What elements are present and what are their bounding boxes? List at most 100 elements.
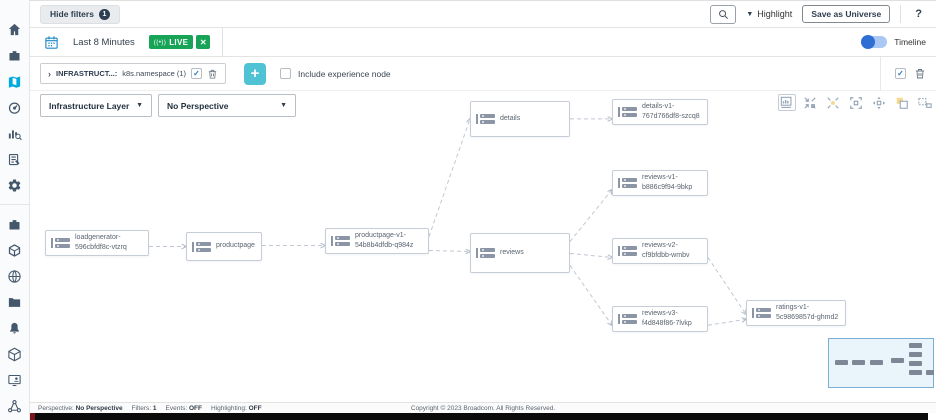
graph-node-reviews[interactable]: reviews xyxy=(470,233,570,273)
include-experience-checkbox[interactable] xyxy=(280,68,292,79)
sidebar-item-analytics[interactable] xyxy=(0,120,30,146)
status-perspective-label: Perspective: xyxy=(38,404,74,412)
minimap[interactable] xyxy=(828,338,934,388)
chevron-right-icon[interactable]: › xyxy=(48,68,51,79)
workload-icon xyxy=(476,114,495,124)
add-filter-button[interactable]: + xyxy=(244,62,267,85)
sidebar-item-files[interactable] xyxy=(0,290,30,316)
include-experience-label: Include experience node xyxy=(298,68,391,79)
workload-icon xyxy=(618,314,637,325)
filter-trash-icon[interactable] xyxy=(207,68,218,80)
time-range-label[interactable]: Last 8 Minutes xyxy=(73,36,135,48)
cube-icon xyxy=(8,244,21,257)
status-events-value: OFF xyxy=(189,404,202,412)
sidebar-item-web[interactable] xyxy=(0,264,30,290)
console-user-icon xyxy=(8,375,21,387)
filter-bar: › INFRASTRUCT...: k8s.namespace (1) + In… xyxy=(30,56,936,91)
topology-icon xyxy=(8,400,21,413)
sidebar-item-map[interactable] xyxy=(0,68,30,94)
calendar-icon xyxy=(45,35,58,49)
graph-node-productpage-v1[interactable]: productpage-v1-54b8b4dfdb-q984z xyxy=(325,228,429,255)
home-icon xyxy=(8,23,21,35)
divider xyxy=(222,27,224,57)
workload-icon xyxy=(331,236,350,247)
workload-icon xyxy=(618,246,637,257)
sidebar-item-dashboard[interactable] xyxy=(0,94,30,120)
live-badge[interactable]: ((•)) LIVE xyxy=(148,35,194,49)
delete-all-trash-icon[interactable] xyxy=(914,67,926,80)
sidebar-item-inventory[interactable] xyxy=(0,237,30,263)
canvas-controls: Infrastructure Layer ▼ No Perspective ▼ xyxy=(40,94,934,117)
sidebar-item-settings[interactable] xyxy=(0,172,30,198)
node-label: reviews-v1- xyxy=(642,174,678,181)
toolbox-alt-icon xyxy=(9,220,20,230)
status-highlighting-label: Highlighting: xyxy=(211,404,247,412)
sidebar-item-alerts[interactable] xyxy=(0,316,30,342)
group-layers-button[interactable] xyxy=(893,94,911,111)
calendar-button[interactable] xyxy=(44,35,59,50)
timeline-toggle[interactable] xyxy=(861,35,888,49)
expand-selection-icon xyxy=(827,96,839,109)
fit-to-screen-button[interactable] xyxy=(847,94,865,111)
overview-chart-button[interactable] xyxy=(778,94,796,111)
filter-chip-label: INFRASTRUCT...: xyxy=(56,69,118,78)
bottom-black-bar xyxy=(30,413,928,420)
hide-filters-button[interactable]: Hide filters 1 xyxy=(40,4,120,24)
sidebar xyxy=(0,0,30,420)
node-label: details-v1- xyxy=(642,103,675,110)
copyright-text: Copyright © 2023 Broadcom. All Rights Re… xyxy=(410,404,556,412)
chevron-down-icon: ▼ xyxy=(136,102,143,109)
globe-icon xyxy=(8,270,21,283)
pan-icon xyxy=(872,96,886,109)
workload-icon xyxy=(752,308,771,319)
graph-node-reviews-v1[interactable]: reviews-v1-b886c9f94-9bkp xyxy=(612,170,708,197)
graph-node-details[interactable]: details xyxy=(470,101,570,137)
pan-button[interactable] xyxy=(870,94,888,111)
graph-node-ratings-v1[interactable]: ratings-v1-5c9869857d-ghmd2 xyxy=(746,300,846,327)
select-all-checkbox[interactable] xyxy=(895,68,906,79)
graph-node-reviews-v2[interactable]: reviews-v2-cf9bfdbb-wmbv xyxy=(612,238,708,265)
filter-enabled-checkbox[interactable] xyxy=(191,68,203,79)
layer-dropdown[interactable]: Infrastructure Layer ▼ xyxy=(40,94,152,117)
map-icon xyxy=(8,76,21,88)
status-filters-label: Filters: xyxy=(131,404,152,412)
graph-node-details-v1[interactable]: details-v1-767d766df8-szcq8 xyxy=(612,99,708,126)
perspective-dropdown[interactable]: No Perspective ▼ xyxy=(158,94,296,117)
timeline-label: Timeline xyxy=(894,37,926,47)
graph-node-productpage[interactable]: productpage xyxy=(186,232,262,261)
topology-edges xyxy=(149,91,936,402)
package-icon xyxy=(8,347,21,362)
workload-icon xyxy=(618,107,637,118)
sidebar-item-services[interactable] xyxy=(0,211,30,237)
graph-node-reviews-v3[interactable]: reviews-v3-f4d848f86-7lvkp xyxy=(612,306,708,333)
highlight-dropdown[interactable]: ▼ Highlight xyxy=(746,9,792,19)
sidebar-item-toolbox[interactable] xyxy=(0,42,30,68)
gear-plus-icon xyxy=(8,179,21,192)
workload-icon xyxy=(618,178,637,189)
sidebar-item-packages[interactable] xyxy=(0,342,30,368)
search-button[interactable] xyxy=(710,4,737,24)
bell-icon xyxy=(10,323,19,334)
collapse-button[interactable] xyxy=(801,94,819,111)
help-button[interactable]: ? xyxy=(915,8,922,20)
workload-icon xyxy=(192,241,211,252)
fit-to-screen-icon xyxy=(850,96,862,109)
chevron-down-icon: ▼ xyxy=(280,102,287,109)
graph-node-loadgenerator[interactable]: loadgenerator-596cbfdf8c-vtzrq xyxy=(45,230,149,257)
perspective-dropdown-value: No Perspective xyxy=(167,100,229,111)
topology-canvas[interactable]: Infrastructure Layer ▼ No Perspective ▼ xyxy=(30,91,936,402)
filter-chip-value: k8s.namespace (1) xyxy=(122,69,187,78)
live-close-button[interactable]: ✕ xyxy=(196,35,211,49)
sidebar-item-sessions[interactable] xyxy=(0,368,30,394)
node-label: ratings-v1- xyxy=(776,304,810,311)
time-bar: Last 8 Minutes ((•)) LIVE ✕ Timeline xyxy=(30,27,936,57)
sidebar-item-reports[interactable] xyxy=(0,146,30,172)
save-as-universe-button[interactable]: Save as Universe xyxy=(802,5,891,23)
sidebar-item-topology[interactable] xyxy=(0,394,30,420)
sidebar-item-home[interactable] xyxy=(0,16,30,42)
minimap-toggle-button[interactable] xyxy=(916,94,934,111)
report-icon xyxy=(8,153,20,165)
expand-selection-button[interactable] xyxy=(824,94,842,111)
status-events-label: Events: xyxy=(165,404,188,412)
filter-chip-infrastructure[interactable]: › INFRASTRUCT...: k8s.namespace (1) xyxy=(40,63,227,84)
